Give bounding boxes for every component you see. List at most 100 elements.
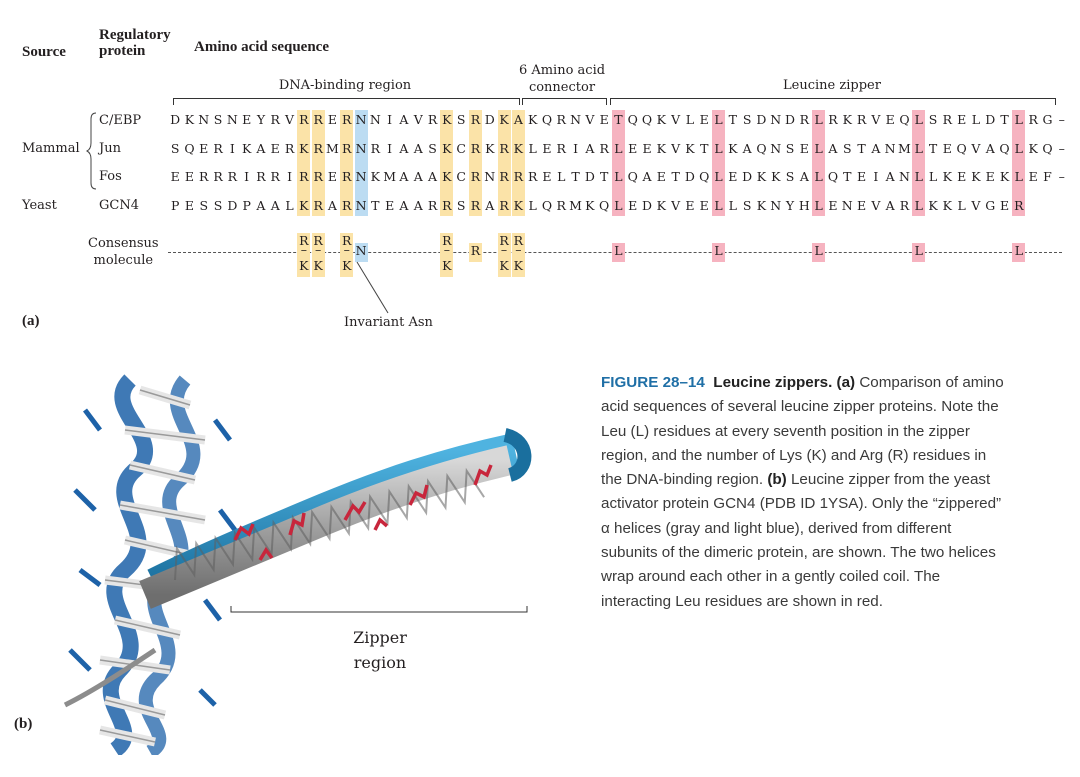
invariant-asn-label: Invariant Asn bbox=[344, 315, 433, 330]
residue: L bbox=[914, 169, 923, 184]
residue: Q bbox=[541, 198, 553, 213]
residue: L bbox=[728, 198, 737, 213]
residue: E bbox=[542, 141, 552, 156]
residue: R bbox=[799, 112, 810, 127]
helix-tail bbox=[63, 647, 157, 708]
residue: R bbox=[599, 141, 609, 156]
consensus-bottom-residue: K bbox=[299, 258, 309, 273]
consensus-residue: R bbox=[468, 243, 482, 262]
residue: E bbox=[184, 169, 194, 184]
consensus-residue: R–K bbox=[311, 233, 325, 277]
residue: V bbox=[285, 112, 295, 127]
residue: R bbox=[527, 169, 538, 184]
panel-b-label: (b) bbox=[14, 716, 33, 732]
residue: K bbox=[842, 112, 852, 127]
consensus-residue: L bbox=[812, 243, 826, 262]
leucine-column-highlight bbox=[712, 110, 726, 216]
residue: K bbox=[656, 198, 666, 213]
consensus-residue: N bbox=[354, 243, 368, 262]
dna-binding-region-label: DNA-binding region bbox=[278, 78, 412, 93]
residue: T bbox=[700, 141, 709, 156]
residue: Q bbox=[599, 198, 610, 213]
consensus-mid-residue: R bbox=[470, 243, 481, 258]
consensus-dash: – bbox=[515, 242, 522, 257]
residue: E bbox=[957, 112, 967, 127]
residue: N bbox=[841, 198, 853, 213]
residue: R bbox=[556, 198, 566, 213]
consensus-dash: – bbox=[315, 242, 322, 257]
consensus-bottom-residue: K bbox=[513, 258, 524, 273]
residue: A bbox=[985, 141, 995, 156]
residue: E bbox=[957, 169, 967, 184]
residue: I bbox=[244, 169, 250, 184]
residue: S bbox=[213, 112, 223, 127]
basic-residue-column-highlight bbox=[297, 110, 311, 216]
residue: K bbox=[370, 169, 380, 184]
residue: K bbox=[685, 141, 695, 156]
coiled-coil-helices bbox=[139, 428, 532, 609]
asn-column-highlight bbox=[354, 110, 368, 216]
residue: L bbox=[928, 169, 938, 184]
residue: R bbox=[942, 112, 953, 127]
residue: E bbox=[885, 112, 895, 127]
consensus-dash: – bbox=[443, 242, 450, 257]
residue: A bbox=[642, 169, 652, 184]
consensus-label-line1: Consensus bbox=[88, 236, 159, 251]
residue: R bbox=[342, 198, 352, 213]
residue: D bbox=[742, 169, 753, 184]
residue: E bbox=[270, 141, 280, 156]
residue: R bbox=[256, 169, 266, 184]
residue: R bbox=[1014, 198, 1024, 213]
residue: S bbox=[199, 198, 209, 213]
residue: V bbox=[585, 112, 595, 127]
residue: Q bbox=[641, 112, 653, 127]
residue: R bbox=[556, 112, 566, 127]
residue: R bbox=[213, 141, 223, 156]
connector-label: 6 Amino acid connector bbox=[500, 62, 624, 96]
residue: E bbox=[685, 198, 695, 213]
residue: Q bbox=[827, 169, 839, 184]
residue: L bbox=[971, 112, 981, 127]
residue: R bbox=[270, 112, 280, 127]
residue: L bbox=[714, 169, 723, 184]
residue: K bbox=[513, 198, 523, 213]
figure-title: Leucine zippers. bbox=[713, 374, 833, 391]
residue: N bbox=[884, 141, 896, 156]
consensus-dash: – bbox=[300, 242, 307, 257]
residue: E bbox=[856, 169, 867, 184]
residue: N bbox=[355, 141, 367, 156]
residue: N bbox=[369, 112, 381, 127]
residue: L bbox=[957, 198, 966, 213]
residue: Q bbox=[899, 112, 910, 127]
residue: K bbox=[999, 169, 1010, 184]
residue: K bbox=[442, 112, 452, 127]
residue: D bbox=[684, 169, 695, 184]
residue: D bbox=[642, 198, 653, 213]
residue: L bbox=[814, 112, 823, 127]
residue: I bbox=[229, 141, 235, 156]
residue: E bbox=[242, 112, 252, 127]
residue: T bbox=[599, 169, 609, 184]
residue: V bbox=[671, 141, 681, 156]
connector-label-line2: connector bbox=[528, 80, 596, 95]
residue: E bbox=[942, 141, 952, 156]
residue: K bbox=[499, 112, 509, 127]
residue: Q bbox=[999, 141, 1010, 156]
caption-b-text: Leucine zipper from the yeast activator … bbox=[601, 471, 1002, 610]
residue: T bbox=[857, 141, 866, 156]
residue: S bbox=[428, 141, 437, 156]
residue: L bbox=[1014, 112, 1023, 127]
residue: S bbox=[213, 198, 223, 213]
residue: D bbox=[584, 169, 595, 184]
residue: R bbox=[442, 198, 452, 213]
mammal-brace bbox=[85, 111, 98, 191]
residue: A bbox=[885, 198, 895, 213]
residue: R bbox=[227, 169, 238, 184]
residue: E bbox=[599, 112, 609, 127]
residue: S bbox=[842, 141, 852, 156]
header-regulatory-line1: Regulatory bbox=[99, 27, 171, 43]
consensus-dash: – bbox=[500, 242, 508, 257]
residue: A bbox=[256, 141, 266, 156]
residue: A bbox=[327, 198, 337, 213]
residue: N bbox=[198, 112, 210, 127]
